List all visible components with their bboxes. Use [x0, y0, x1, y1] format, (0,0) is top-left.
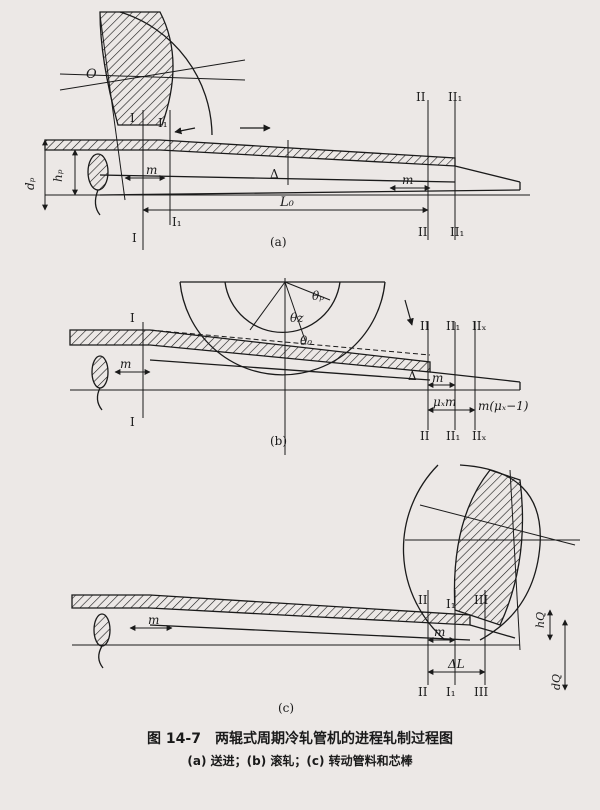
label-O: O: [86, 67, 97, 82]
label-II-bottom-a: II: [418, 225, 428, 239]
theta-ray-3-b: [249, 281, 286, 331]
mandrel-rod-tail-c: [98, 645, 104, 669]
roll-center-line-c: [509, 469, 521, 651]
roll-inner-b: [224, 281, 341, 333]
label-IIx-top-b: IIₓ: [472, 319, 487, 333]
label-I-top-b: I: [130, 311, 135, 325]
label-II1-bottom-b: II₁: [446, 429, 460, 443]
mandrel-rod-b: [91, 355, 109, 389]
label-I1-bottom-c: I₁: [446, 685, 456, 699]
label-I-top-a: I: [130, 111, 135, 125]
label-delta-b: Δ: [408, 369, 417, 383]
roll-axis-tilted-c: [419, 504, 576, 546]
label-I1-top-a: I₁: [158, 116, 168, 130]
mandrel-rod-tail-a: [94, 189, 101, 216]
roll-dir-arrow-b: [404, 299, 414, 326]
mandrel-cone-c: [469, 624, 516, 639]
panel-b-labels: I II II₁ IIₓ θₚ θz θ₀ m m Δ μₓm m(μₓ−1) …: [120, 289, 529, 448]
panel-c-labels: II I₁ III m m ΔL hQ dQ II I₁ III (c): [148, 593, 563, 715]
tube-wall-c: [71, 594, 471, 626]
label-hp: hₚ: [51, 169, 65, 182]
label-II-top-a: II: [416, 90, 426, 104]
panel-a-labels: O I I₁ II II₁ hₚ dₚ m m Δ L₀ I₁ I II II₁…: [23, 67, 464, 249]
panel-b: [69, 278, 521, 455]
label-II1-bottom-a: II₁: [450, 225, 464, 239]
mandrel-upper-c: [149, 624, 471, 641]
label-II-top-b: II: [420, 319, 430, 333]
label-theta-z: θz: [290, 311, 304, 325]
panel-label-a: (a): [270, 235, 287, 249]
roll-center-line-a: [99, 14, 126, 201]
label-II1-top-a: II₁: [448, 90, 462, 104]
label-mux-m: μₓm: [433, 395, 456, 409]
label-I1-top-c: I₁: [446, 597, 456, 611]
roll-dir-arrow-a: [174, 127, 196, 135]
mandrel-upper-b: [149, 359, 431, 381]
label-theta-0: θ₀: [300, 334, 312, 348]
theta-ray-2-b: [284, 281, 331, 301]
roll-axis-a: [59, 73, 246, 81]
panel-c: [71, 464, 580, 691]
label-II1-top-b: II₁: [446, 319, 460, 333]
label-dp: dₚ: [23, 177, 37, 190]
mandrel-rod-tail-b: [96, 387, 103, 411]
label-I-bottom-b: I: [130, 415, 135, 429]
figure-caption-title: 图 14-7 两辊式周期冷轧管机的进程轧制过程图: [147, 731, 453, 747]
label-II-top-c: II: [418, 593, 428, 607]
panel-label-b: (b): [270, 434, 287, 448]
mandrel-rod-c: [93, 613, 111, 647]
label-delta-L: ΔL: [447, 657, 465, 671]
label-delta-a: Δ: [270, 167, 279, 181]
label-II-bottom-c: II: [418, 685, 428, 699]
mandrel-lower-a: [99, 189, 521, 196]
rolling-process-diagram: O I I₁ II II₁ hₚ dₚ m m Δ L₀ I₁ I II II₁…: [23, 11, 580, 715]
panel-a: [42, 11, 530, 250]
roll-outer-b: [179, 281, 386, 376]
panel-label-c: (c): [278, 701, 294, 715]
roll-groove-section-a: [99, 11, 174, 126]
label-II-bottom-b: II: [420, 429, 430, 443]
label-III-top-c: III: [474, 593, 488, 607]
label-L0: L₀: [279, 195, 295, 210]
label-m-mux-minus-1: m(μₓ−1): [478, 399, 529, 413]
label-I-bottom-a: I: [132, 231, 137, 245]
label-m-right-a: m: [402, 173, 413, 187]
label-m-right-b: m: [432, 371, 443, 385]
roll-groove-section-c: [453, 469, 524, 626]
label-IIx-bottom-b: IIₓ: [472, 429, 487, 443]
label-III-bottom-c: III: [474, 685, 488, 699]
tube-dashed-b: [149, 329, 431, 356]
label-m-right-c: m: [434, 625, 445, 639]
roll-outline-right-c: [459, 464, 541, 641]
mandrel-cone-a: [454, 165, 521, 183]
mandrel-rod-a: [87, 153, 109, 191]
label-m-left-a: m: [146, 163, 157, 177]
label-hQ: hQ: [534, 612, 547, 628]
roll-axis-tilted-a: [59, 59, 246, 91]
theta-ray-1-b: [284, 281, 306, 341]
figure-caption-subtitle: (a) 送进；(b) 滚轧；(c) 转动管料和芯棒: [187, 754, 413, 768]
label-m-left-c: m: [148, 613, 159, 627]
label-dQ: dQ: [550, 674, 563, 690]
label-I1-bottom-a: I₁: [172, 215, 182, 229]
label-theta-p: θₚ: [312, 289, 324, 303]
label-m-left-b: m: [120, 357, 131, 371]
